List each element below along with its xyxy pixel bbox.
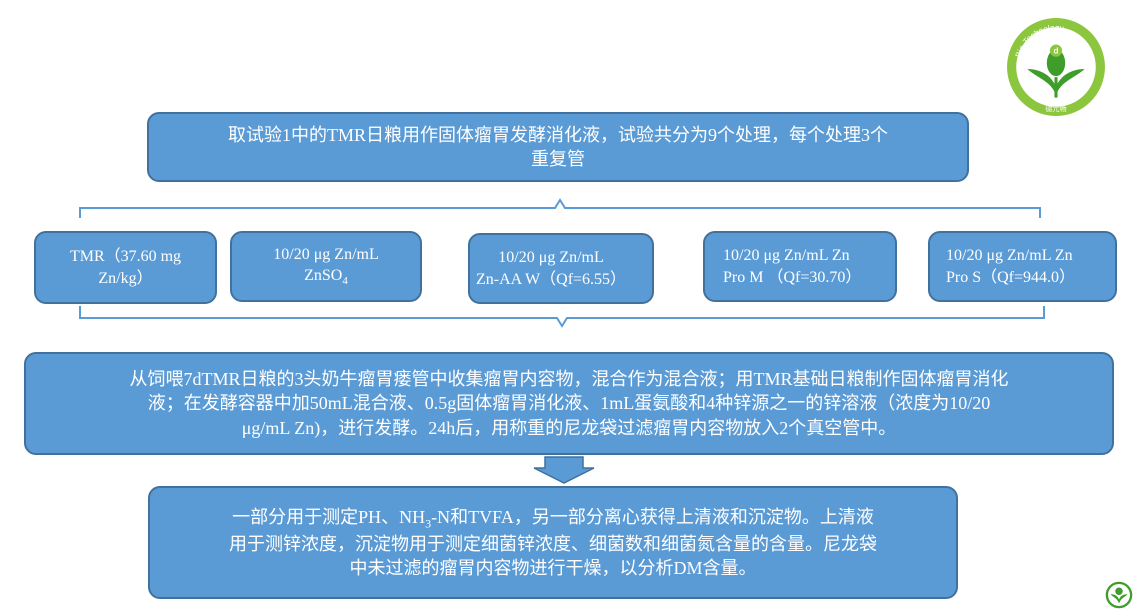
analysis-line1-a: 一部分用于测定PH、NH [232, 506, 426, 527]
treatment-line2: Zn/kg） [98, 269, 153, 287]
analysis-line2: 用于测锌浓度，沉淀物用于测定细菌锌浓度、细菌数和细菌氮含量的含量。尼龙袋 [229, 533, 877, 554]
down-arrow [533, 456, 595, 484]
company-logo-icon: Bio-Technology d 德元畅 [1007, 18, 1105, 116]
logo-letter: d [1054, 47, 1059, 56]
analysis-line3: 中未过滤的瘤胃内容物进行干燥，以分析DM含量。 [349, 557, 757, 578]
treatment-line2: Zn-AA W（Qf=6.55） [476, 270, 627, 288]
treatment-line2-subscript: 4 [342, 275, 348, 288]
treatment-line1: 10/20 μg Zn/mL [498, 248, 604, 266]
bottom-brace [79, 306, 1045, 328]
treatment-box-zn-pro-s: 10/20 μg Zn/mL Zn Pro S（Qf=944.0） [928, 231, 1117, 302]
treatment-box-zn-aa: 10/20 μg Zn/mL Zn-AA W（Qf=6.55） [468, 233, 654, 304]
top-step-line2: 重复管 [530, 149, 585, 169]
treatment-line1: TMR（37.60 mg [69, 247, 182, 265]
fermentation-step-box: 从饲喂7dTMR日粮的3头奶牛瘤胃瘘管中收集瘤胃内容物，混合作为混合液；用TMR… [24, 352, 1114, 455]
treatment-line1: 10/20 μg Zn/mL Zn [946, 246, 1073, 264]
analysis-line1-b: -N和TVFA，另一部分离心获得上清液和沉淀物。上清液 [431, 506, 874, 527]
fermentation-line1: 从饲喂7dTMR日粮的3头奶牛瘤胃瘘管中收集瘤胃内容物，混合作为混合液；用TMR… [129, 369, 1009, 390]
treatment-box-tmr: TMR（37.60 mg Zn/kg） [34, 231, 217, 304]
fermentation-line2: 液；在发酵容器中加50mL混合液、0.5g固体瘤胃消化液、1mL蛋氨酸和4种锌源… [147, 393, 991, 414]
top-step-line1: 取试验1中的TMR日粮用作固体瘤胃发酵消化液，试验共分为9个处理，每个处理3个 [227, 124, 888, 145]
treatment-line2: ZnSO4 [273, 265, 378, 289]
analysis-line1-subscript: 3 [425, 516, 432, 531]
fermentation-line3: μg/mL Zn)，进行发酵。24h后，用称重的尼龙袋过滤瘤胃内容物放入2个真空… [241, 417, 897, 438]
top-step-box: 取试验1中的TMR日粮用作固体瘤胃发酵消化液，试验共分为9个处理，每个处理3个 … [147, 112, 969, 182]
treatment-box-zn-pro-m: 10/20 μg Zn/mL Zn Pro M （Qf=30.70） [703, 231, 897, 302]
treatment-line1: 10/20 μg Zn/mL Zn [723, 246, 850, 264]
treatment-line2: Pro M （Qf=30.70） [723, 268, 862, 286]
treatment-line2-text: ZnSO [304, 267, 343, 285]
corner-logo-icon [1105, 581, 1133, 609]
top-brace [79, 198, 1041, 218]
analysis-line1: 一部分用于测定PH、NH3-N和TVFA，另一部分离心获得上清液和沉淀物。上清液 [229, 505, 877, 532]
analysis-step-box: 一部分用于测定PH、NH3-N和TVFA，另一部分离心获得上清液和沉淀物。上清液… [148, 486, 958, 599]
logo-bottom-text: 德元畅 [1045, 104, 1066, 113]
treatment-line1: 10/20 μg Zn/mL [273, 245, 379, 263]
treatment-box-znso4: 10/20 μg Zn/mL ZnSO4 [230, 231, 422, 302]
treatment-line2: Pro S（Qf=944.0） [946, 268, 1076, 286]
